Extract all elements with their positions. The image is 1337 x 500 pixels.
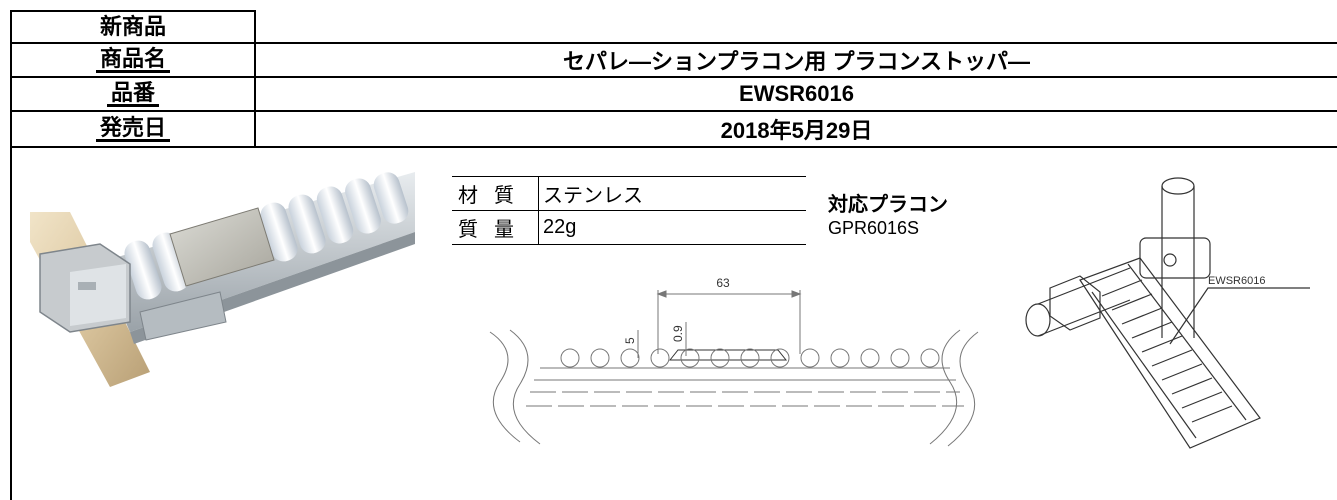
- spec-row: 質量 22g: [452, 210, 806, 245]
- release-date-label-cell: 発売日: [10, 112, 256, 148]
- rollers: [124, 172, 409, 300]
- dimension-63: 63: [716, 276, 730, 290]
- callout-label: EWSR6016: [1208, 275, 1265, 287]
- new-product-label-cell: 新商品: [10, 10, 256, 42]
- dimension-0-9: 0.9: [671, 325, 685, 342]
- content-frame-left-border: [10, 148, 12, 500]
- spec-key: 材質: [452, 176, 539, 211]
- compatible-code: GPR6016S: [828, 218, 920, 238]
- new-product-label: 新商品: [99, 14, 166, 39]
- product-name-label-cell: 商品名: [10, 42, 256, 78]
- technical-drawing: 63 5 0.9: [489, 276, 979, 447]
- product-photo: [30, 172, 415, 387]
- spec-value: 22g: [538, 210, 806, 245]
- spec-row: 材質 ステンレス: [452, 176, 806, 211]
- release-date-label: 発売日: [95, 116, 170, 142]
- spec-table: 材質 ステンレス 質量 22g: [452, 176, 806, 245]
- release-date-value-cell: 2018年5月29日: [256, 112, 1337, 148]
- product-number-label-cell: 品番: [10, 78, 256, 112]
- spec-value: ステンレス: [538, 176, 806, 211]
- product-number-value: EWSR6016: [739, 81, 854, 106]
- product-name-value: セパレ―ションプラコン用 プラコンストッパ―: [562, 49, 1030, 74]
- release-date-value: 2018年5月29日: [720, 118, 873, 143]
- dimension-5: 5: [623, 337, 637, 344]
- stopper-plate: [169, 207, 275, 287]
- product-name-value-cell: セパレ―ションプラコン用 プラコンストッパ―: [256, 42, 1337, 78]
- product-name-label: 商品名: [95, 47, 170, 73]
- product-number-value-cell: EWSR6016: [256, 78, 1337, 112]
- compatible-title: 対応プラコン: [828, 194, 948, 216]
- assembly-drawing: EWSR6016: [1025, 177, 1310, 449]
- spec-key: 質量: [452, 210, 539, 245]
- product-number-label: 品番: [106, 81, 159, 107]
